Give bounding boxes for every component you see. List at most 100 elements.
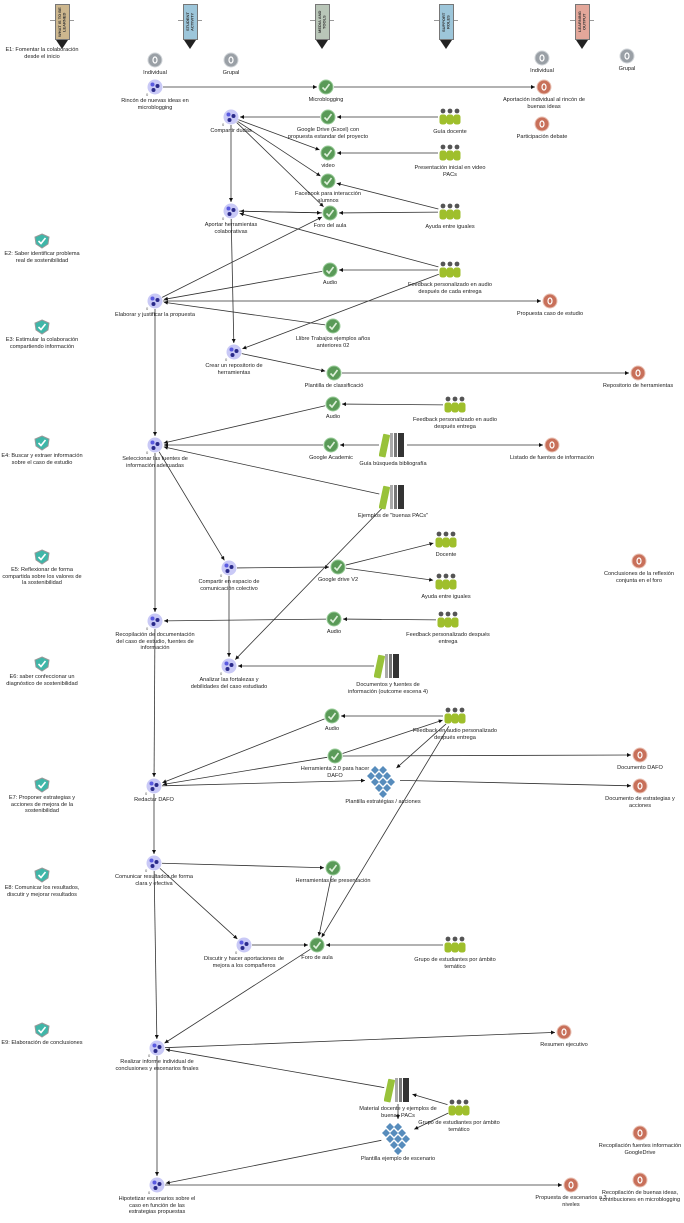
connector-s9-p1 [396,723,447,769]
activity-count: 0 [145,868,148,873]
connector-a10-p1 [161,778,366,787]
connector-t14-r7 [342,753,632,758]
node-label: Microblogging [308,97,344,103]
header-label: WHAT IS TO BE LEARNED [57,7,67,37]
node-label: Facebook para interacción alumnos [295,191,361,204]
node-label: Documento de estrategias y acciones [605,796,675,809]
activity-count: 0 [145,791,148,796]
node-label: Plantilla de classificació [304,383,364,389]
down-arrow-icon [440,40,452,49]
node-label: Elaborar y justificar la propuesta [115,312,195,318]
column-header: LEARNING OUTPUT [570,4,594,52]
node-label: Google Academic [309,455,353,461]
activity-count: 0 [146,306,149,311]
node-label: Rincón de nuevas ideas en microblogging [121,98,189,111]
connector-a11-a12 [159,868,238,940]
column-header: WHAT IS TO BE LEARNED [50,4,74,52]
node-label: Grupo de estudiantes por ámbito temático [414,957,496,970]
connector-a6-a7 [158,451,225,561]
node-label: Grupal [618,66,636,72]
connector-a2-t3 [238,119,320,151]
header-label: LEARNING OUTPUT [577,11,587,33]
node-label: Foro de aula [301,955,333,961]
activity-count: 0 [148,1053,151,1058]
node-label: Repositorio de herramientas [602,383,674,389]
activity-count: 0 [146,92,149,97]
node-label: Aportar herramientas colaborativas [204,222,258,235]
connector-p2-a14 [165,1139,382,1185]
node-label: Feedback en audio personalizado después … [413,728,497,741]
node-label: Recopilación fuentes información GoogleD… [598,1143,682,1156]
down-arrow-icon [576,40,588,49]
column-header: MEDIA AND TOOLS [310,4,334,52]
connector-t16-a13 [164,948,311,1044]
node-label: Propuesta de escenarios a 3 niveles [535,1195,607,1208]
activity-count: 0 [146,450,149,455]
connector-a2-t4 [237,121,321,177]
connector-t15-t16 [317,875,332,937]
connector-t6-a4 [163,271,323,301]
connector-t13-a10 [162,718,325,784]
node-label: Redactar DAFO [134,797,174,803]
node-label: Analizar las fortalezas y debilidades de… [190,677,268,690]
connector-s11-p2 [414,1112,449,1130]
node-label: Listado de fuentes de información [510,455,594,461]
node-label: Google drive V2 [317,577,359,583]
header-label: SUPPORT ROLES [441,12,451,32]
node-label: Ayuda entre iguales [425,224,475,230]
activity-count: 0 [220,671,223,676]
down-arrow-icon [316,40,328,49]
node-label: Presentación inicial en video PACs [414,165,486,178]
connector-s3-t5 [338,210,439,215]
connector-t11-s6 [345,542,434,566]
node-label: Audio [322,280,338,286]
node-label: Realizar informe individual de conclusio… [115,1059,199,1072]
node-label: Herramienta 2.0 para hacer DAFO [300,766,370,779]
node-label: E9: Elaboración de conclusiones [1,1040,83,1046]
connector-t14-a10 [162,756,328,786]
connector-b2-a6 [163,445,380,495]
connector-a13-r9 [164,1030,556,1049]
node-label: E2: Saber identificar problema real de s… [4,251,80,264]
connector-a3-a5 [230,218,236,344]
connector-a5-t8 [241,353,326,373]
connector-t9-a6 [163,405,326,445]
node-label: Compartir en espacio de comunicación col… [198,579,260,592]
node-label: Aportación individual al rincón de buena… [502,97,586,110]
node-label: Llibre Trabajos ejemplos años anteriores… [295,336,371,349]
header-label: STUDENT ACTIVITY [185,12,195,32]
node-label: Conclusiones de la reflexión conjunta en… [604,571,674,584]
node-label: Audio [326,629,342,635]
connector-t12-a8 [163,618,327,623]
activity-count: 0 [146,626,149,631]
connector-t14-s9 [342,719,443,754]
column-header: STUDENT ACTIVITY [178,4,202,52]
node-label: Recopilación de buenas ideas, contribuci… [599,1190,681,1203]
connector-a8-a10 [152,628,157,778]
node-label: Grupo de estudiantes por ámbito temático [418,1120,500,1133]
connector-a11-t15 [161,862,325,870]
connector-s11-b4 [412,1093,448,1105]
node-label: Feedback personalizado en audio después … [408,282,492,295]
node-label: Compartir dudas [210,128,252,134]
node-label: Docente [435,552,457,558]
connector-a4-t5 [161,216,323,298]
header-label-box: MEDIA AND TOOLS [315,4,330,40]
node-label: E8: Comunicar los resultados, discutir y… [4,885,80,898]
node-label: Feedback personalizado en audio después … [413,417,497,430]
node-label: Propuesta caso de estudio [516,311,584,317]
node-label: Discutir y hacer aportaciones de mejora … [204,956,284,969]
connector-a7-t11 [236,565,330,570]
node-label: E6: saber confeccionar un diagnóstico de… [6,674,78,687]
column-header: SUPPORT ROLES [434,4,458,52]
node-label: Foro del aula [313,223,347,229]
node-label: Herramientas de presentación [295,878,371,884]
node-label: Plantilla ejemplo de escenario [360,1156,436,1162]
node-label: Hipotetizar escenarios sobre el caso en … [118,1196,196,1216]
header-label-box: WHAT IS TO BE LEARNED [55,4,70,40]
node-label: Audio [325,414,341,420]
connector-s5-t9 [341,402,444,407]
node-label: Individual [143,70,167,76]
node-label: Guía docente [433,129,467,135]
